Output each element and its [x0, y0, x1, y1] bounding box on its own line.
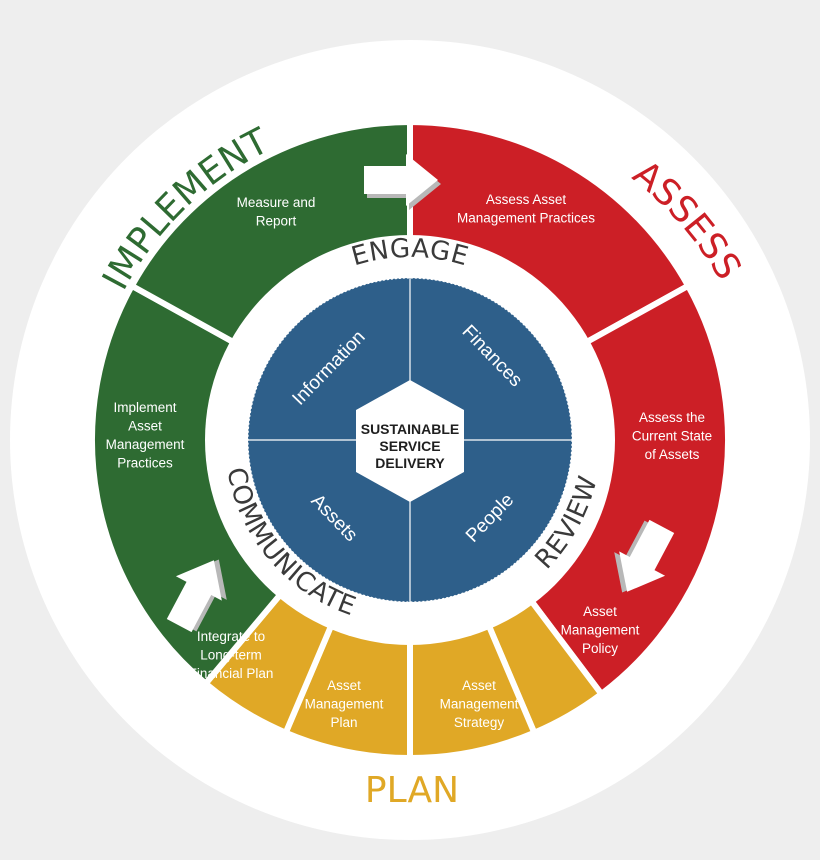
segment-strategy-label-line: Management — [440, 697, 519, 712]
quadrant-finances — [410, 278, 572, 440]
segment-policy-label-line: Asset — [583, 604, 617, 619]
segment-assess-state-label-line: Assess the — [639, 410, 705, 425]
segment-integrate-label-line: Integrate to — [197, 629, 265, 644]
segment-policy-label-line: Policy — [582, 641, 618, 656]
segment-policy-label-line: Management — [561, 623, 640, 638]
arrow-assess-to-plan — [614, 519, 675, 593]
segment-implement-practices-label-line: Asset — [128, 419, 162, 434]
phase-plan-label: PLAN — [365, 770, 459, 811]
segment-assess-practices-label-line: Management Practices — [457, 211, 595, 226]
segment-implement-practices-label-line: Management — [106, 437, 185, 452]
core-label-line: SUSTAINABLE — [361, 421, 460, 437]
segment-assess-state-label-line: of Assets — [645, 447, 700, 462]
quadrant-assets — [248, 440, 410, 602]
arrow-implement-to-assess-body — [364, 154, 438, 206]
segment-strategy-label-line: Strategy — [454, 715, 505, 730]
arrow-plan-to-implement — [166, 559, 227, 633]
flow-arrows — [166, 154, 675, 633]
quadrant-people — [410, 440, 572, 602]
segment-implement-practices-label-line: Implement — [113, 400, 176, 415]
segment-plan-label-line: Asset — [327, 678, 361, 693]
core-label-line: DELIVERY — [375, 455, 445, 471]
segment-plan-label-line: Management — [305, 697, 384, 712]
quadrant-information — [248, 278, 410, 440]
arrow-assess-to-plan-body — [619, 519, 675, 592]
segment-assess-state-label-line: Current State — [632, 429, 712, 444]
quadrant-dotted-edge — [247, 277, 573, 603]
arrow-plan-to-implement-body — [166, 560, 222, 633]
segment-plan-label-line: Plan — [330, 715, 357, 730]
core-label-line: SERVICE — [379, 438, 440, 454]
core-quadrants — [247, 277, 573, 603]
segment-integrate-label-line: Long-term — [200, 648, 262, 663]
segment-strategy-label-line: Asset — [462, 678, 496, 693]
core-hexagon — [356, 380, 464, 502]
arrow-implement-to-assess — [364, 154, 441, 210]
segment-measure-label-line: Measure and — [237, 195, 316, 210]
segment-assess-practices-label-line: Assess Asset — [486, 192, 567, 207]
segment-measure-label-line: Report — [256, 214, 297, 229]
segment-integrate-label-line: Financial Plan — [189, 666, 274, 681]
segment-implement-practices-label-line: Practices — [117, 456, 173, 471]
